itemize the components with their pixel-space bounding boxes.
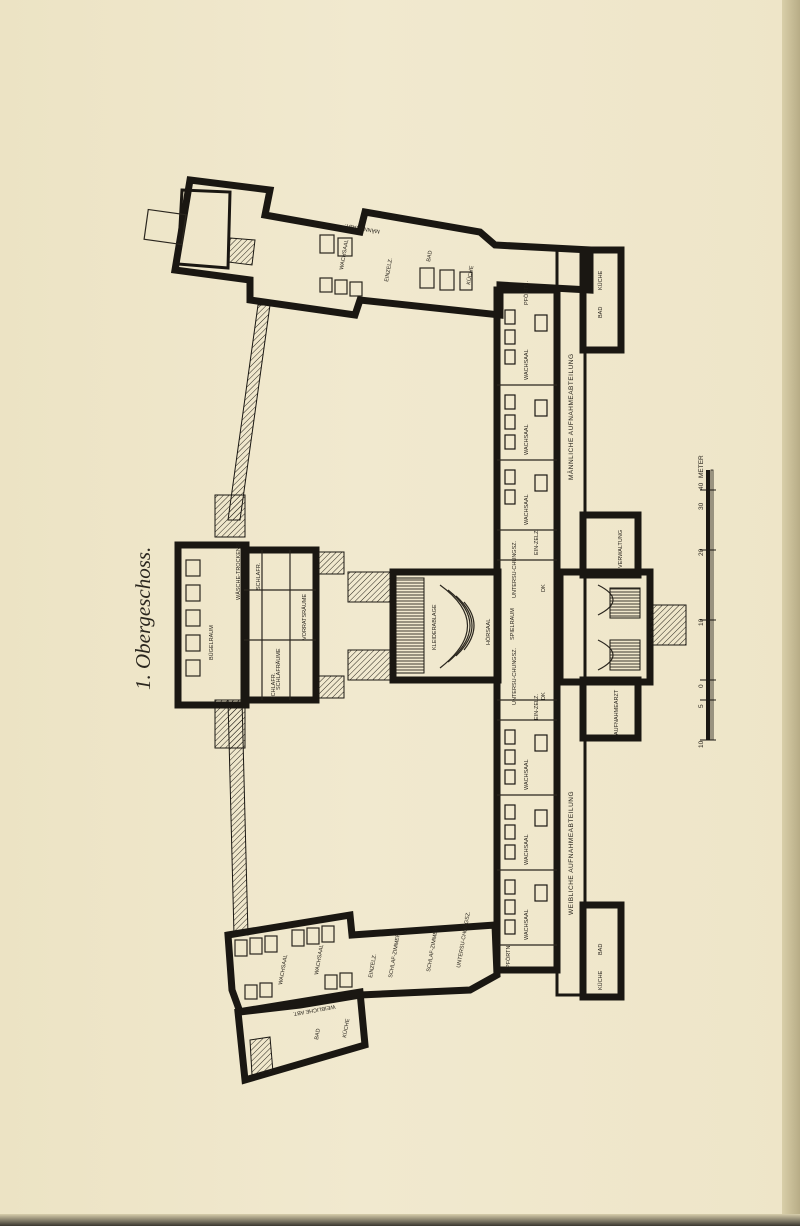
bottom-right-kitchen bbox=[579, 901, 625, 1001]
label-wachsaal-top: WACHSAAL bbox=[339, 239, 350, 270]
left-service-block: BÜGELRAUM WÄSCHE-TROCKENR. SCHLAFR. SCHL… bbox=[174, 541, 320, 709]
bottom-wing: WACHSAAL WACHSAAL EINZELZ. SCHLAF-ZIMMER… bbox=[224, 911, 501, 1085]
label-schlafraeume: SCHLAFRÄUME bbox=[275, 648, 282, 690]
scale-tick-10b: 10 bbox=[698, 618, 705, 626]
label-kueche-top: KÜCHE bbox=[465, 265, 475, 286]
label-wachsaal-r6: WACHSAAL bbox=[524, 909, 530, 940]
label-untersuchung-b: UNTERSU-CHUNGSZ. bbox=[456, 911, 472, 969]
scale-tick-40: 40 bbox=[698, 482, 705, 490]
label-schlafr-2: SCHLAFR. bbox=[271, 672, 277, 700]
label-vorratsraeume: VORRATSRÄUME bbox=[301, 594, 308, 640]
scale-bar: 10 5 0 10 20 30 40 METER bbox=[698, 455, 716, 748]
label-kueche-tr: KÜCHE bbox=[597, 270, 604, 290]
label-wachsaal-r4: WACHSAAL bbox=[524, 759, 530, 790]
label-verwaltung: VERWALTUNG bbox=[618, 530, 624, 568]
label-wachsaal-r1: WACHSAAL bbox=[524, 349, 530, 380]
label-bad-br: BAD bbox=[598, 944, 604, 955]
walkway-upper bbox=[227, 304, 271, 521]
label-einzelz-b: EINZELZ. bbox=[368, 953, 378, 978]
label-maenner-aufnahme: MÄNNLICHE AUFNAHMEABTEILUNG bbox=[567, 353, 575, 480]
lecture-hall: KLEIDERABLAGE HÖRSAAL bbox=[389, 568, 502, 684]
label-buegelraum: BÜGELRAUM bbox=[208, 625, 215, 660]
scale-tick-0: 0 bbox=[698, 684, 705, 688]
scale-tick-5: 5 bbox=[698, 704, 705, 708]
label-bad-top: BAD bbox=[426, 250, 434, 262]
label-schlafzimmer-b2: SCHLAF-ZIMMER bbox=[426, 927, 440, 973]
label-dk-bottom: DK bbox=[541, 692, 547, 700]
label-untersuchung-top: UNTERSU-CHUNGSZ. bbox=[512, 540, 518, 598]
page-edge-right bbox=[782, 0, 800, 1226]
label-einzel-bottom: EIN-ZELZ. bbox=[534, 694, 540, 720]
label-wachsaal-r2: WACHSAAL bbox=[524, 424, 530, 455]
label-wachsaal-r3: WACHSAAL bbox=[524, 494, 530, 525]
label-weibliche-aufnahme: WEIBLICHE AUFNAHMEABTEILUNG bbox=[568, 791, 575, 915]
label-schlafzimmer-b1: SCHLAF-ZIMMER bbox=[388, 933, 402, 979]
scale-tick-10a: 10 bbox=[698, 740, 705, 748]
main-spine: WACHSAAL WACHSAAL WACHSAAL UNTERSU-CHUNG… bbox=[493, 248, 587, 997]
label-einzel-top: EIN-ZELZ. bbox=[534, 529, 540, 555]
label-schlafr-1: SCHLAFR. bbox=[256, 562, 262, 590]
label-wachsaal-b1: WACHSAAL bbox=[278, 954, 289, 985]
scale-tick-30: 30 bbox=[698, 502, 705, 510]
scale-unit: METER bbox=[698, 455, 705, 478]
label-untersuchung-bottom: UNTERSU-CHUNGSZ. bbox=[512, 647, 518, 705]
label-wachsaal-r5: WACHSAAL bbox=[524, 834, 530, 865]
label-kueche-br: KÜCHE bbox=[597, 970, 604, 990]
stair-small-2 bbox=[317, 675, 345, 699]
page-edge-bottom bbox=[0, 1214, 800, 1226]
top-wing: WACHSAAL EINZELZ. BAD KÜCHE MÄNNERABT. bbox=[143, 176, 594, 319]
stair-left-upper bbox=[214, 494, 246, 538]
label-kleiderablage: KLEIDERABLAGE bbox=[432, 604, 438, 650]
label-dk-top: DK bbox=[541, 584, 547, 592]
label-pfoertner-bottom: PFÖRTN. bbox=[505, 943, 512, 968]
label-aufnahmearzt: AUFNAHMEARZT bbox=[614, 689, 620, 735]
label-kueche-b: KÜCHE bbox=[341, 1018, 351, 1039]
label-einzelz-top: EINZELZ. bbox=[384, 257, 394, 282]
label-wachsaal-b2: WACHSAAL bbox=[314, 944, 325, 975]
caption: 1. Obergeschoss. bbox=[131, 547, 155, 690]
label-bad-tr: BAD bbox=[598, 307, 604, 318]
label-hoersaal: HÖRSAAL bbox=[485, 619, 492, 645]
scale-tick-20: 20 bbox=[698, 548, 705, 556]
label-spielraum: SPIELRAUM bbox=[510, 608, 516, 640]
top-right-kitchen bbox=[579, 246, 625, 354]
admin-block: VERWALTUNG AUFNAHMEARZT bbox=[556, 511, 687, 742]
label-bad-b: BAD bbox=[314, 1028, 322, 1040]
stair-mid-upper bbox=[347, 571, 391, 603]
stair-mid-lower bbox=[347, 649, 391, 681]
label-pfoertner-top: PFÖRTN. bbox=[523, 280, 530, 305]
label-waesche: WÄSCHE-TROCKENR. bbox=[235, 541, 242, 600]
stair-small-1 bbox=[317, 551, 345, 575]
